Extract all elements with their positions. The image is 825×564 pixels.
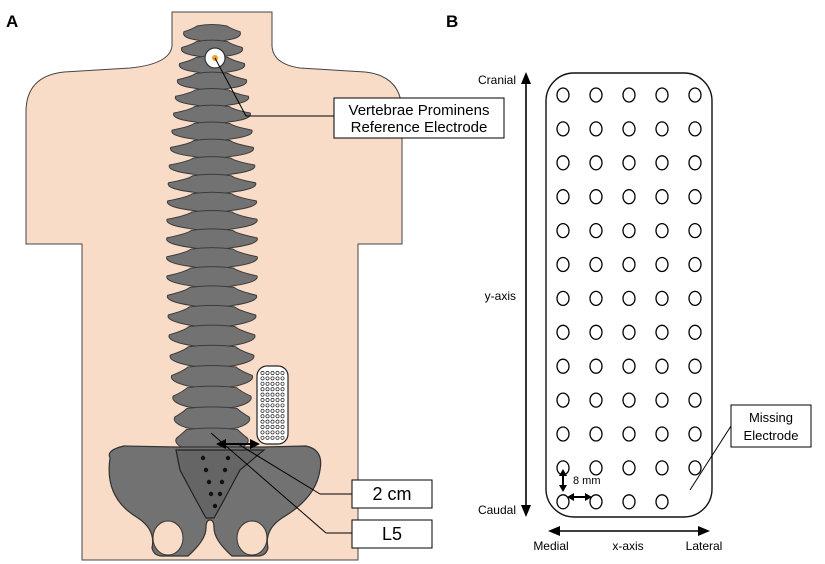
y-axis-label: y-axis bbox=[485, 289, 516, 303]
sacral-foramen bbox=[226, 456, 230, 460]
electrode-array-small bbox=[257, 366, 288, 444]
vertebra bbox=[174, 407, 249, 430]
lateral-label: Lateral bbox=[686, 539, 723, 553]
panel-a-label: A bbox=[6, 12, 18, 31]
sacral-foramen bbox=[204, 468, 208, 472]
distance-callout-text: 2 cm bbox=[372, 484, 411, 504]
y-axis-arrowhead-top bbox=[521, 72, 531, 84]
panel-b: B Cranial Caudal y-axis Medial x-axis La… bbox=[446, 12, 811, 553]
vertebra bbox=[173, 386, 251, 409]
sacral-foramen bbox=[223, 468, 227, 472]
sacral-foramen bbox=[207, 480, 211, 484]
panel-a: A bbox=[6, 12, 504, 560]
missing-callout-line1: Missing bbox=[749, 410, 793, 425]
panel-b-label: B bbox=[446, 12, 458, 31]
reference-callout-line1: Vertebrae Prominens bbox=[349, 102, 490, 119]
missing-callout-line2: Electrode bbox=[744, 428, 799, 443]
sacral-foramen bbox=[201, 456, 205, 460]
electrode-array-outline bbox=[257, 366, 288, 444]
sacral-foramen bbox=[218, 492, 222, 496]
sacral-foramen bbox=[220, 480, 224, 484]
x-axis-label: x-axis bbox=[612, 539, 643, 553]
medial-label: Medial bbox=[533, 539, 568, 553]
caudal-label: Caudal bbox=[478, 503, 516, 517]
cranial-label: Cranial bbox=[478, 73, 516, 87]
vertebra-callout-text: L5 bbox=[382, 524, 402, 544]
sacral-foramen bbox=[213, 504, 217, 508]
sacral-foramen bbox=[209, 492, 213, 496]
y-axis-arrowhead-bottom bbox=[521, 505, 531, 517]
obturator-foramen-left bbox=[153, 521, 183, 555]
x-axis-arrowhead-right bbox=[698, 526, 710, 536]
x-axis-arrowhead-left bbox=[548, 526, 560, 536]
reference-callout-line2: Reference Electrode bbox=[351, 119, 488, 136]
obturator-foramen-right bbox=[237, 521, 267, 555]
spacing-label: 8 mm bbox=[573, 475, 601, 487]
electrode-grid-outline bbox=[546, 73, 712, 517]
